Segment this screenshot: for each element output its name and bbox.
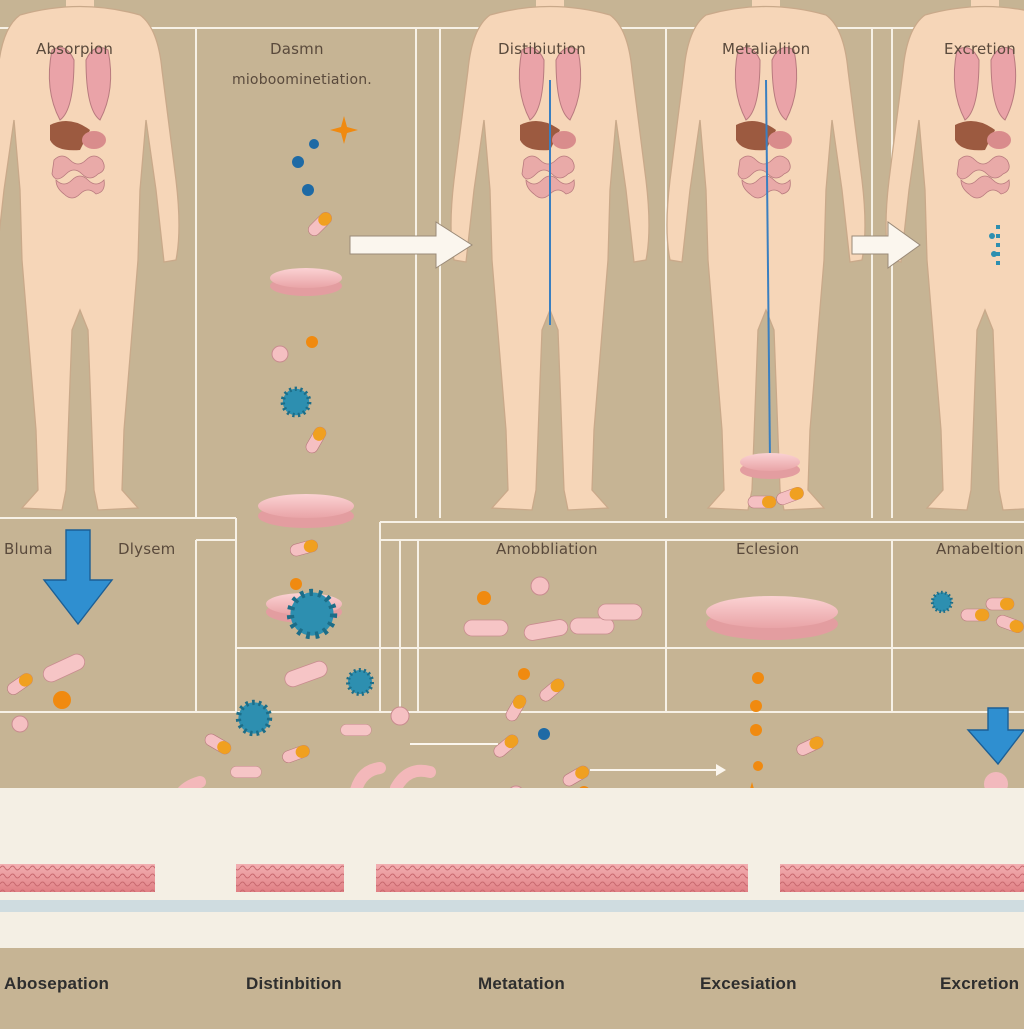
tablet-icon	[258, 494, 354, 528]
panel-title-bluma: Bluma	[4, 540, 53, 558]
panel-title-excretion: Excretion	[944, 40, 1016, 58]
panel-title-amabeliation: Amabeltion	[936, 540, 1024, 558]
membrane-base	[0, 900, 1024, 912]
panel-title-metabolism: Metalialiion	[722, 40, 811, 58]
panel-title-eclesion: Eclesion	[736, 540, 800, 558]
right-arrow-icon	[851, 221, 921, 269]
bottom-strip	[0, 948, 1024, 1024]
down-arrow-icon	[42, 529, 114, 626]
tablet-icon	[706, 596, 838, 640]
arrowhead-icon	[716, 764, 726, 776]
tablet-icon	[270, 268, 342, 296]
panel-title-absorption: Absorpion	[36, 40, 114, 58]
bottom-label-absorption: Abosepation	[4, 974, 110, 993]
down-arrow-icon	[966, 707, 1024, 766]
tablet-icon	[740, 453, 800, 479]
vessel-line-metabolism	[765, 79, 771, 461]
bottom-label-excretion: Excesiation	[700, 974, 797, 993]
starburst-icon	[330, 116, 358, 144]
bottom-label-excretion-2: Excretion	[940, 974, 1020, 993]
right-arrow-icon	[349, 221, 473, 269]
human-figure-absorption	[0, 0, 180, 511]
bottom-label-metabolism: Metatation	[478, 974, 565, 993]
panel-title-amobbliation: Amobbliation	[496, 540, 598, 558]
panel-title-desmn: Dasmn	[270, 40, 324, 58]
panel-title-distribution: Distibiution	[498, 40, 586, 58]
bottom-label-distribution: Distinbition	[246, 974, 342, 993]
panel-title-dlysem: Dlysem	[118, 540, 176, 558]
human-figure-metabolism	[666, 0, 866, 511]
panel-borders	[0, 27, 1024, 713]
tissue-layer	[0, 864, 1024, 892]
panel-subtitle-desmn: mioboominetiation.	[232, 72, 372, 88]
